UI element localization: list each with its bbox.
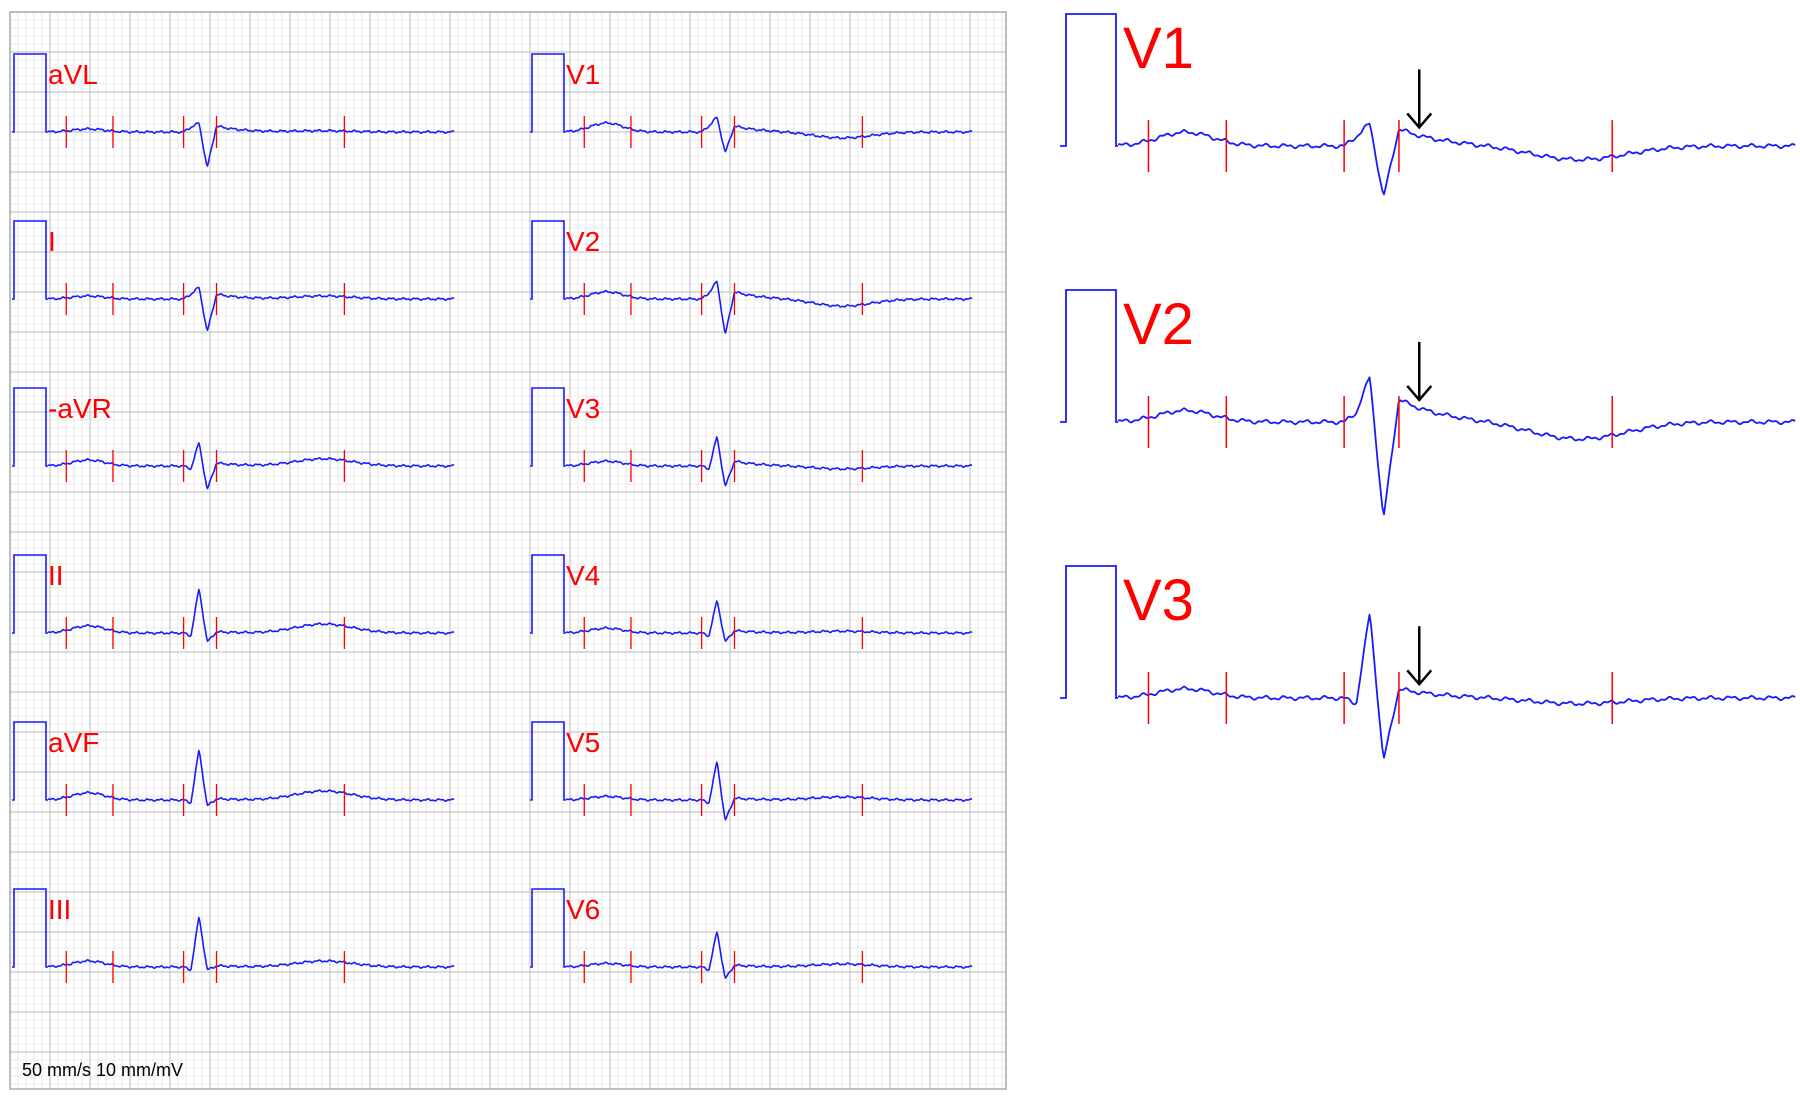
calibration-pulse bbox=[12, 721, 48, 801]
calibration-pulse bbox=[530, 387, 566, 467]
lead-label: II bbox=[48, 560, 64, 591]
ecg-trace bbox=[565, 116, 973, 153]
lead-main-avl-0: aVL bbox=[12, 53, 455, 167]
st-arrow bbox=[1406, 626, 1433, 687]
ecg-trace bbox=[47, 749, 455, 807]
lead-label: V2 bbox=[566, 226, 600, 257]
ecg-trace bbox=[565, 436, 973, 487]
calibration-pulse bbox=[12, 888, 48, 968]
grid-major-lines bbox=[9, 11, 1006, 1089]
lead-main-v1-6: V1 bbox=[530, 53, 973, 153]
ecg-trace bbox=[565, 931, 973, 979]
calibration-pulse bbox=[530, 888, 566, 968]
calibration-pulse bbox=[1060, 289, 1118, 423]
lead-zoom-v2-13: V2 bbox=[1060, 289, 1796, 516]
lead-label: V3 bbox=[566, 393, 600, 424]
lead-main-v4-9: V4 bbox=[530, 554, 973, 649]
calibration-pulse bbox=[12, 53, 48, 133]
lead-label: V4 bbox=[566, 560, 600, 591]
ecg-trace bbox=[565, 761, 973, 821]
ecg-trace bbox=[565, 600, 973, 642]
lead-main-ii-3: II bbox=[12, 554, 455, 649]
lead-label: V2 bbox=[1123, 292, 1194, 357]
lead-main-v5-10: V5 bbox=[530, 721, 973, 821]
calibration-pulse bbox=[12, 554, 48, 634]
lead-main-i-1: I bbox=[12, 220, 455, 331]
ecg-trace bbox=[47, 916, 455, 972]
calibration-pulse bbox=[1060, 565, 1118, 699]
lead-label: -aVR bbox=[48, 393, 112, 424]
calibration-pulse bbox=[530, 721, 566, 801]
lead-label: III bbox=[48, 894, 71, 925]
ecg-trace bbox=[47, 588, 455, 642]
ecg-trace bbox=[1117, 122, 1796, 196]
lead-label: aVF bbox=[48, 727, 99, 758]
lead-label: V5 bbox=[566, 727, 600, 758]
calibration-pulse bbox=[12, 220, 48, 300]
calibration-pulse bbox=[530, 554, 566, 634]
ecg-trace bbox=[47, 122, 455, 167]
ecg-trace bbox=[1117, 376, 1796, 516]
ecg-trace bbox=[565, 280, 973, 334]
st-arrow bbox=[1406, 341, 1433, 402]
lead-label: aVL bbox=[48, 59, 98, 90]
lead-main-avr-2: -aVR bbox=[12, 387, 455, 490]
lead-zoom-v3-14: V3 bbox=[1060, 565, 1796, 759]
calibration-pulse bbox=[530, 220, 566, 300]
lead-zoom-v1-12: V1 bbox=[1060, 13, 1796, 196]
lead-label: V3 bbox=[1123, 568, 1194, 633]
grid-minor-lines bbox=[10, 12, 1006, 1089]
ecg-trace bbox=[1117, 613, 1796, 759]
ecg-grid bbox=[9, 11, 1006, 1089]
lead-main-v3-8: V3 bbox=[530, 387, 973, 487]
ecg-trace bbox=[47, 442, 455, 490]
lead-label: V6 bbox=[566, 894, 600, 925]
st-arrow bbox=[1406, 69, 1433, 130]
lead-label: V1 bbox=[1123, 16, 1194, 81]
lead-main-v6-11: V6 bbox=[530, 888, 973, 983]
calibration-pulse bbox=[12, 387, 48, 467]
lead-main-avf-4: aVF bbox=[12, 721, 455, 816]
calibration-pulse bbox=[1060, 13, 1118, 147]
calibration-pulse bbox=[530, 53, 566, 133]
lead-main-iii-5: III bbox=[12, 888, 455, 983]
lead-main-v2-7: V2 bbox=[530, 220, 973, 334]
lead-label: I bbox=[48, 226, 56, 257]
ecg-trace bbox=[47, 286, 455, 331]
lead-label: V1 bbox=[566, 59, 600, 90]
grid-border bbox=[9, 11, 1007, 1090]
recording-settings: 50 mm/s 10 mm/mV bbox=[22, 1060, 183, 1080]
